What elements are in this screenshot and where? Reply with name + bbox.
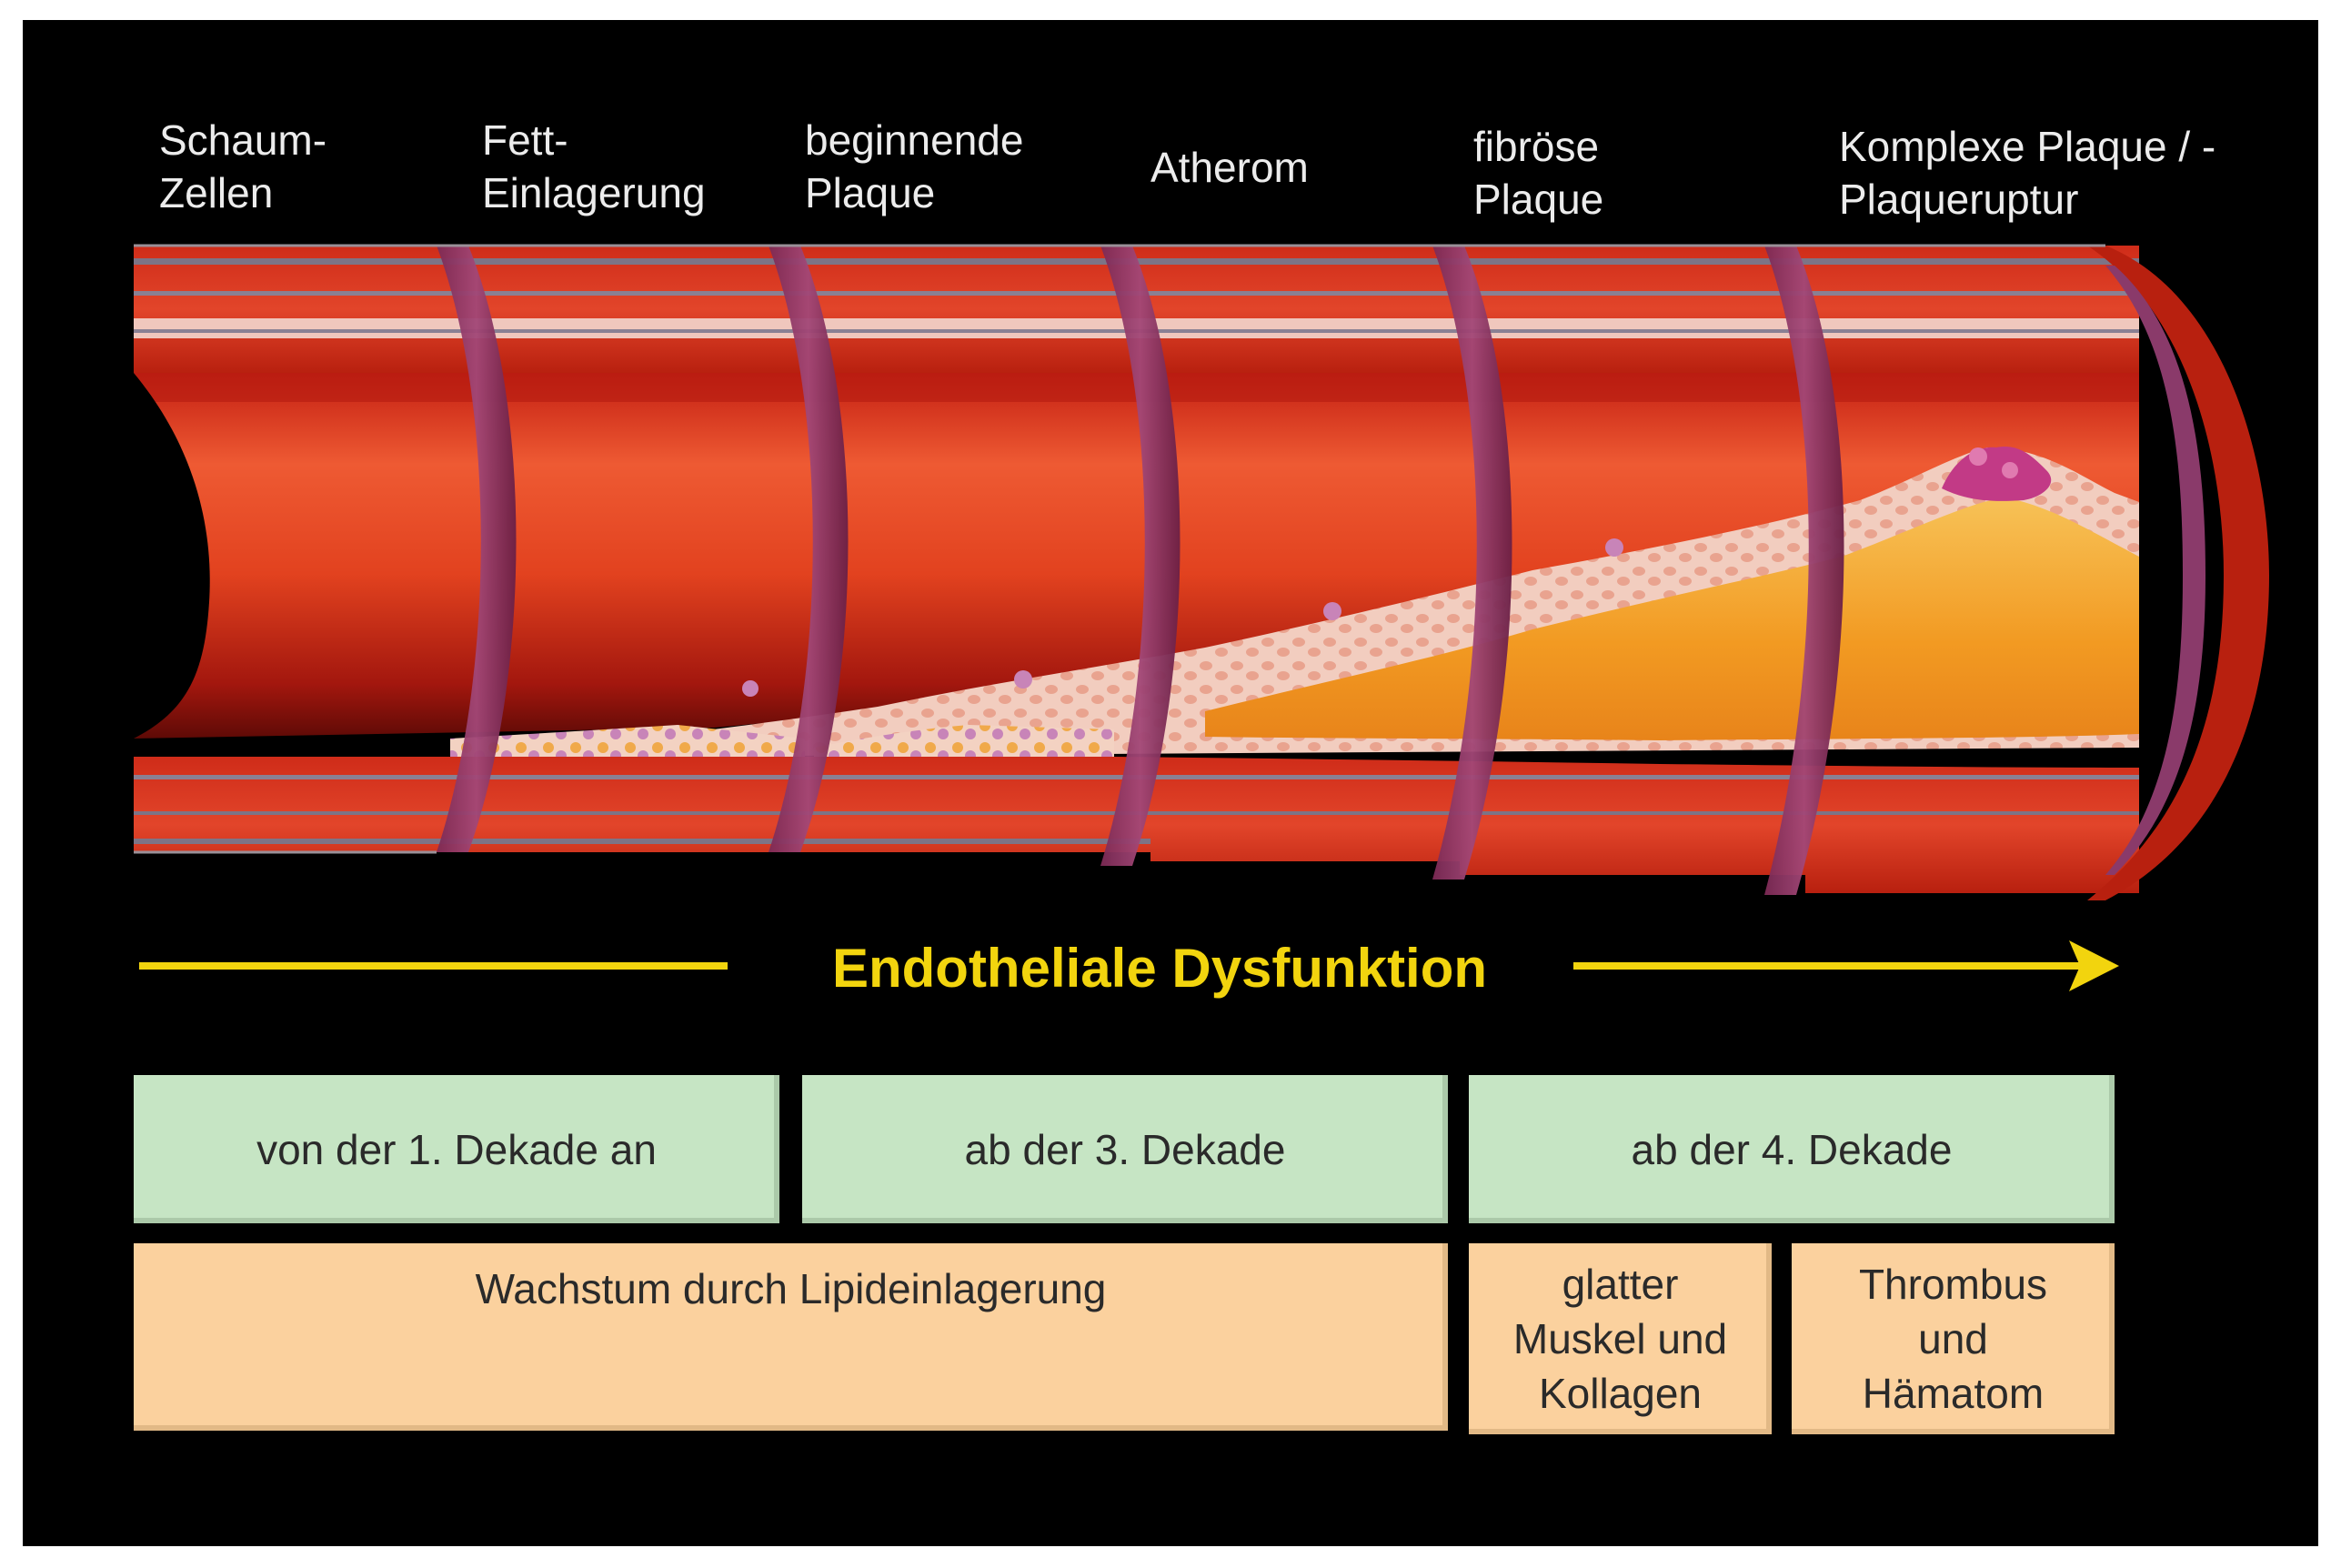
stage-label-schaumzellen: Schaum-Zellen: [159, 116, 327, 216]
thrombus-hematoma-box: Thrombus und Hämatom: [1792, 1243, 2115, 1434]
thrombus: [1942, 447, 2052, 501]
stage-label-atherom: Atherom: [1150, 144, 1309, 191]
plaque-core: [1205, 498, 2139, 740]
vessel-end-cap: [2087, 246, 2269, 900]
decade-box-3: ab der 3. Dekade: [802, 1075, 1448, 1223]
stage-label-fetteinlagerung: Fett-Einlagerung: [482, 116, 706, 216]
progression-title: Endotheliale Dysfunktion: [831, 938, 1488, 999]
decade-box-4: ab der 4. Dekade: [1469, 1075, 2115, 1223]
decade-box-1: von der 1. Dekade an: [134, 1075, 779, 1223]
segment-rings: [437, 246, 1844, 895]
arrow-head: [2069, 940, 2119, 991]
diagram-panel: Schaum-Zellen Fett-Einlagerung beginnend…: [23, 20, 2318, 1546]
lipid-growth-box: Wachstum durch Lipideinlagerung: [134, 1243, 1448, 1431]
stage-label-komplexe-plaque: Komplexe Plaque / -Plaqueruptur: [1839, 123, 2216, 223]
vessel-lumen: [134, 373, 2139, 739]
muscle-collagen-box: glatter Muskel und Kollagen: [1469, 1243, 1772, 1434]
artery-illustration: [134, 244, 2269, 991]
